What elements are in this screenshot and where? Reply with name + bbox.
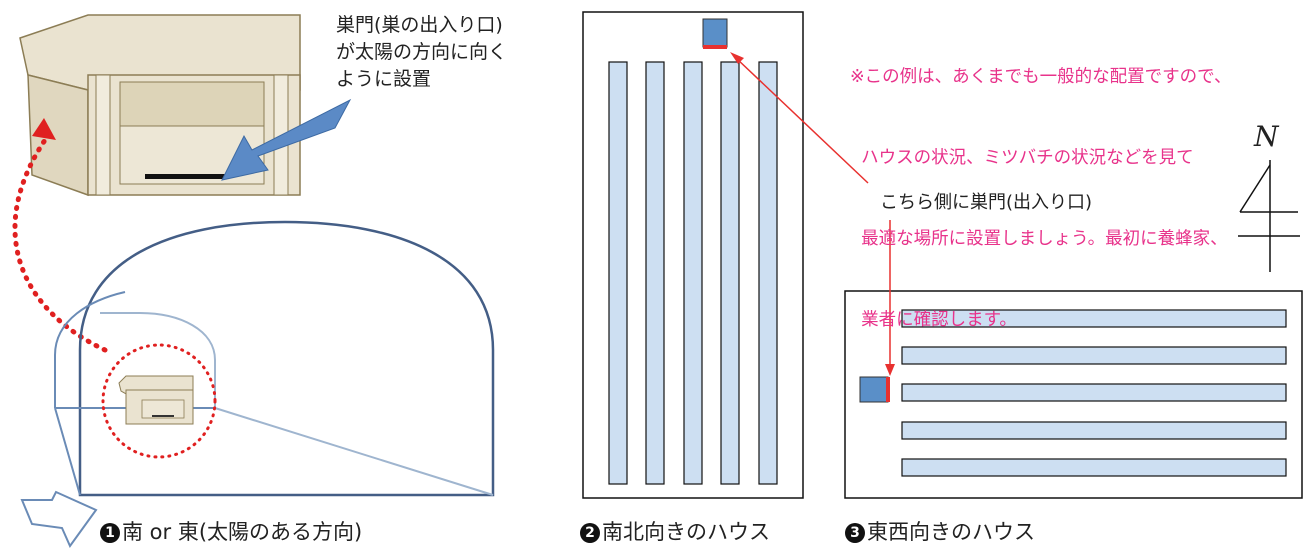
hive-caption-line1: 巣門(巣の出入り口) xyxy=(336,14,503,36)
note-line4: 業者に確認します。 xyxy=(850,310,1017,330)
arrow-to-entrance xyxy=(221,98,352,181)
greenhouse xyxy=(54,220,495,497)
compass-symbol xyxy=(1238,160,1300,272)
compass-north-label: N xyxy=(1254,120,1279,153)
number-badge-3: 3 xyxy=(845,523,865,543)
hive-caption-line3: ように設置 xyxy=(336,68,432,90)
red-arrowhead xyxy=(32,118,56,140)
hive-caption-line2: が太陽の方向に向く xyxy=(336,41,508,63)
number-badge-2: 2 xyxy=(580,523,600,543)
house-north-south xyxy=(582,11,804,499)
note-line1: ※この例は、あくまでも一般的な配置ですので、 xyxy=(850,67,1232,87)
caption-2-text: 南北向きのハウス xyxy=(602,520,770,544)
hive-caption: 巣門(巣の出入り口) が太陽の方向に向く ように設置 xyxy=(336,12,507,93)
caption-1-text: 南 or 東(太陽のある方向) xyxy=(122,520,363,544)
placement-note: ※この例は、あくまでも一般的な配置ですので、 ハウスの状況、ミツバチの状況などを… xyxy=(850,10,1231,361)
direction-outline-arrow xyxy=(20,490,98,548)
entrance-label: こちら側に巣門(出入り口) xyxy=(880,192,1093,213)
note-line3: 最適な場所に設置しましょう。最初に養蜂家、 xyxy=(850,229,1228,249)
dotted-curve-arrow xyxy=(12,137,108,353)
caption-3-text: 東西向きのハウス xyxy=(867,520,1035,544)
note-line2: ハウスの状況、ミツバチの状況などを見て xyxy=(850,148,1194,168)
beehive-box-small xyxy=(118,375,194,425)
highlight-circle xyxy=(101,343,217,459)
entrance-leader-lines xyxy=(730,52,895,376)
house-east-west xyxy=(844,290,1303,499)
number-badge-1: 1 xyxy=(100,523,120,543)
